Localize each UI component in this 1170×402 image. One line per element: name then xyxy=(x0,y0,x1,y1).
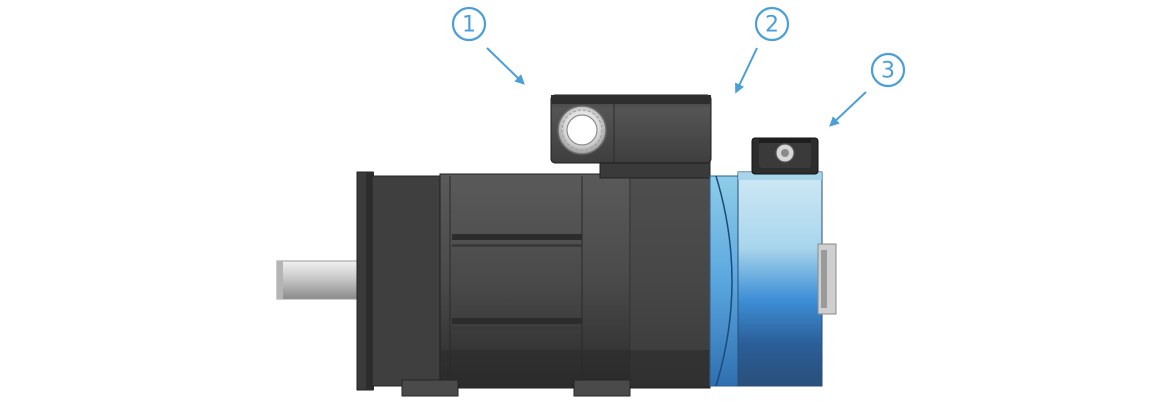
front-flange xyxy=(356,171,451,391)
callout-2-arrow xyxy=(735,47,758,94)
callout-1: 1 xyxy=(451,6,525,85)
callout-1-label: 1 xyxy=(462,13,476,38)
callout-2-label: 2 xyxy=(765,13,779,38)
adapter-ring xyxy=(709,175,741,387)
encoder-connector xyxy=(751,137,819,175)
output-shaft xyxy=(276,260,364,300)
cable-gland xyxy=(557,105,607,155)
motor-body xyxy=(401,173,711,397)
brake-housing xyxy=(737,171,837,387)
callout-3-label: 3 xyxy=(881,59,895,84)
callout-2: 2 xyxy=(735,6,790,94)
callout-1-arrow xyxy=(486,47,525,85)
callout-3: 3 xyxy=(829,52,906,127)
callout-3-arrow xyxy=(829,91,867,127)
